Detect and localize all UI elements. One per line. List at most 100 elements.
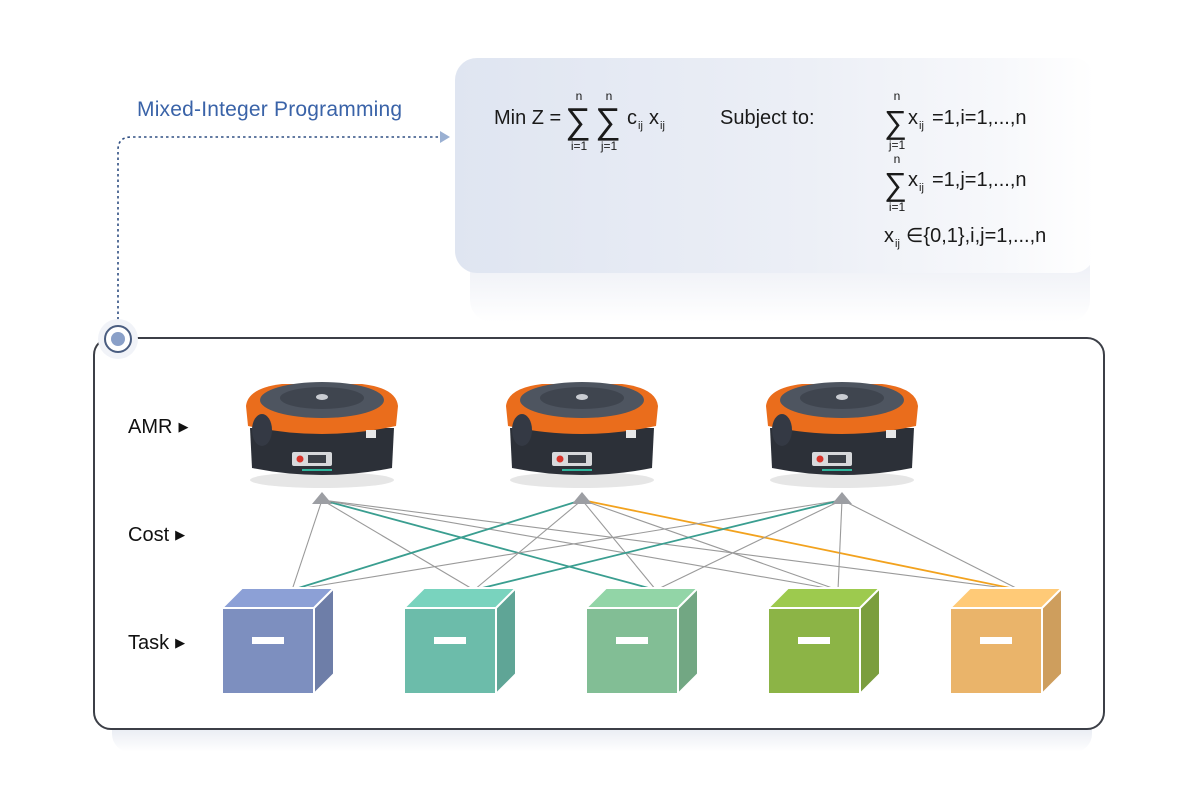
svg-text:x: x	[908, 169, 918, 191]
svg-text:=1,i=1,...,n: =1,i=1,...,n	[932, 107, 1027, 129]
diagram-frame-shadow	[112, 728, 1092, 752]
sigma-outer-top: n	[576, 89, 583, 103]
task-box-side	[677, 585, 699, 697]
cost-edge-amr2-task4	[581, 499, 839, 591]
amr-robot-2	[506, 382, 658, 488]
svg-text:x: x	[884, 225, 894, 247]
triangle-right-icon: ▶	[175, 635, 186, 650]
svg-text:ij: ij	[895, 238, 900, 250]
robot-stop-button	[296, 455, 304, 463]
robot-status-light	[562, 469, 592, 471]
robot-sensor	[316, 394, 328, 400]
svg-text:n: n	[894, 89, 901, 103]
task-box-side	[1041, 585, 1063, 697]
task-box-front	[221, 607, 315, 695]
task-box-front	[767, 607, 861, 695]
robot-sensor	[836, 394, 848, 400]
robot-shadow	[510, 472, 654, 488]
task-box-4	[765, 585, 883, 697]
constraint-2-sigma: ∑	[884, 166, 907, 202]
cost-edge-amr3-task2	[473, 499, 843, 591]
constraint-1-sigma: ∑	[884, 104, 907, 140]
decision-variable: x	[649, 107, 659, 129]
robot-wheel	[772, 414, 792, 446]
robot-display	[308, 455, 326, 463]
triangle-right-icon: ▶	[175, 527, 186, 542]
robot-indicator	[886, 430, 896, 438]
robot-sensor	[576, 394, 588, 400]
sigma-outer: ∑	[565, 100, 591, 141]
constraint-1: ∑ n j=1 x ij =1,i=1,...,n	[884, 89, 1027, 152]
task-box-5	[947, 585, 1065, 697]
svg-text:j=1: j=1	[888, 138, 906, 152]
svg-text:ij: ij	[919, 120, 924, 132]
cost-edge-amr2-task3	[581, 499, 657, 591]
cost-node-2	[572, 492, 592, 504]
svg-text:∈{0,1},i,j=1,...,n: ∈{0,1},i,j=1,...,n	[906, 225, 1046, 247]
svg-text:ij: ij	[919, 182, 924, 194]
connector-arrowhead	[440, 131, 450, 143]
task-box-3	[583, 585, 701, 697]
subject-to-label: Subject to:	[720, 107, 815, 129]
robot-wheel	[252, 414, 272, 446]
robot-stop-button	[556, 455, 564, 463]
objective-prefix: Min Z =	[494, 107, 561, 129]
robot-status-light	[302, 469, 332, 471]
robot-indicator	[366, 430, 376, 438]
sigma-outer-bottom: i=1	[571, 139, 588, 153]
task-box-front	[403, 607, 497, 695]
robot-shadow	[770, 472, 914, 488]
cost-edge-amr2-task1	[291, 499, 583, 591]
cost-coefficient: c	[627, 107, 637, 129]
cost-edge-amr1-task5	[321, 499, 1021, 591]
sigma-inner-top: n	[606, 89, 613, 103]
task-box-label-plate	[252, 637, 284, 644]
cost-node-1	[312, 492, 332, 504]
cost-subscript: ij	[638, 120, 643, 132]
task-box-2	[401, 585, 519, 697]
task-box-label-plate	[980, 637, 1012, 644]
task-box-side	[859, 585, 881, 697]
variable-subscript: ij	[660, 120, 665, 132]
cost-edge-amr1-task4	[321, 499, 839, 591]
cost-edge-amr3-task3	[655, 499, 843, 591]
task-box-label-plate	[616, 637, 648, 644]
task-box-label-plate	[798, 637, 830, 644]
cost-edge-amr2-task5	[581, 499, 1021, 591]
cost-edges	[291, 499, 1021, 591]
robot-shadow	[250, 472, 394, 488]
cost-edge-amr3-task5	[841, 499, 1021, 591]
connector-node-icon	[98, 319, 138, 359]
robot-base	[510, 428, 654, 475]
amr-robot-1	[246, 382, 398, 488]
robot-base	[770, 428, 914, 475]
robot-stop-button	[816, 455, 824, 463]
objective-function: Min Z = ∑ n i=1 ∑ n j=1 c ij x ij	[494, 89, 665, 153]
row-label-cost: Cost▶	[128, 524, 186, 546]
task-box-front	[949, 607, 1043, 695]
robot-wheel	[512, 414, 532, 446]
task-box-side	[495, 585, 517, 697]
cost-edge-amr1-task3	[321, 499, 657, 591]
formula-panel	[455, 58, 1095, 273]
task-box-side	[313, 585, 335, 697]
amr-robot-3	[766, 382, 918, 488]
robot-display	[828, 455, 846, 463]
cost-edge-amr3-task1	[291, 499, 843, 591]
svg-text:=1,j=1,...,n: =1,j=1,...,n	[932, 169, 1027, 191]
triangle-right-icon: ▶	[178, 419, 189, 434]
task-box-label-plate	[434, 637, 466, 644]
row-label-amr: AMR▶	[128, 416, 189, 438]
constraint-2: ∑ n i=1 x ij =1,j=1,...,n	[884, 152, 1027, 214]
mip-title: Mixed-Integer Programming	[137, 98, 403, 121]
cost-edge-amr3-task4	[837, 499, 843, 591]
row-label-task: Task▶	[128, 632, 186, 654]
robot-status-light	[822, 469, 852, 471]
sigma-inner: ∑	[595, 100, 621, 141]
svg-text:x: x	[908, 107, 918, 129]
svg-text:i=1: i=1	[889, 200, 906, 214]
constraint-3: x ij ∈{0,1},i,j=1,...,n	[884, 225, 1046, 250]
